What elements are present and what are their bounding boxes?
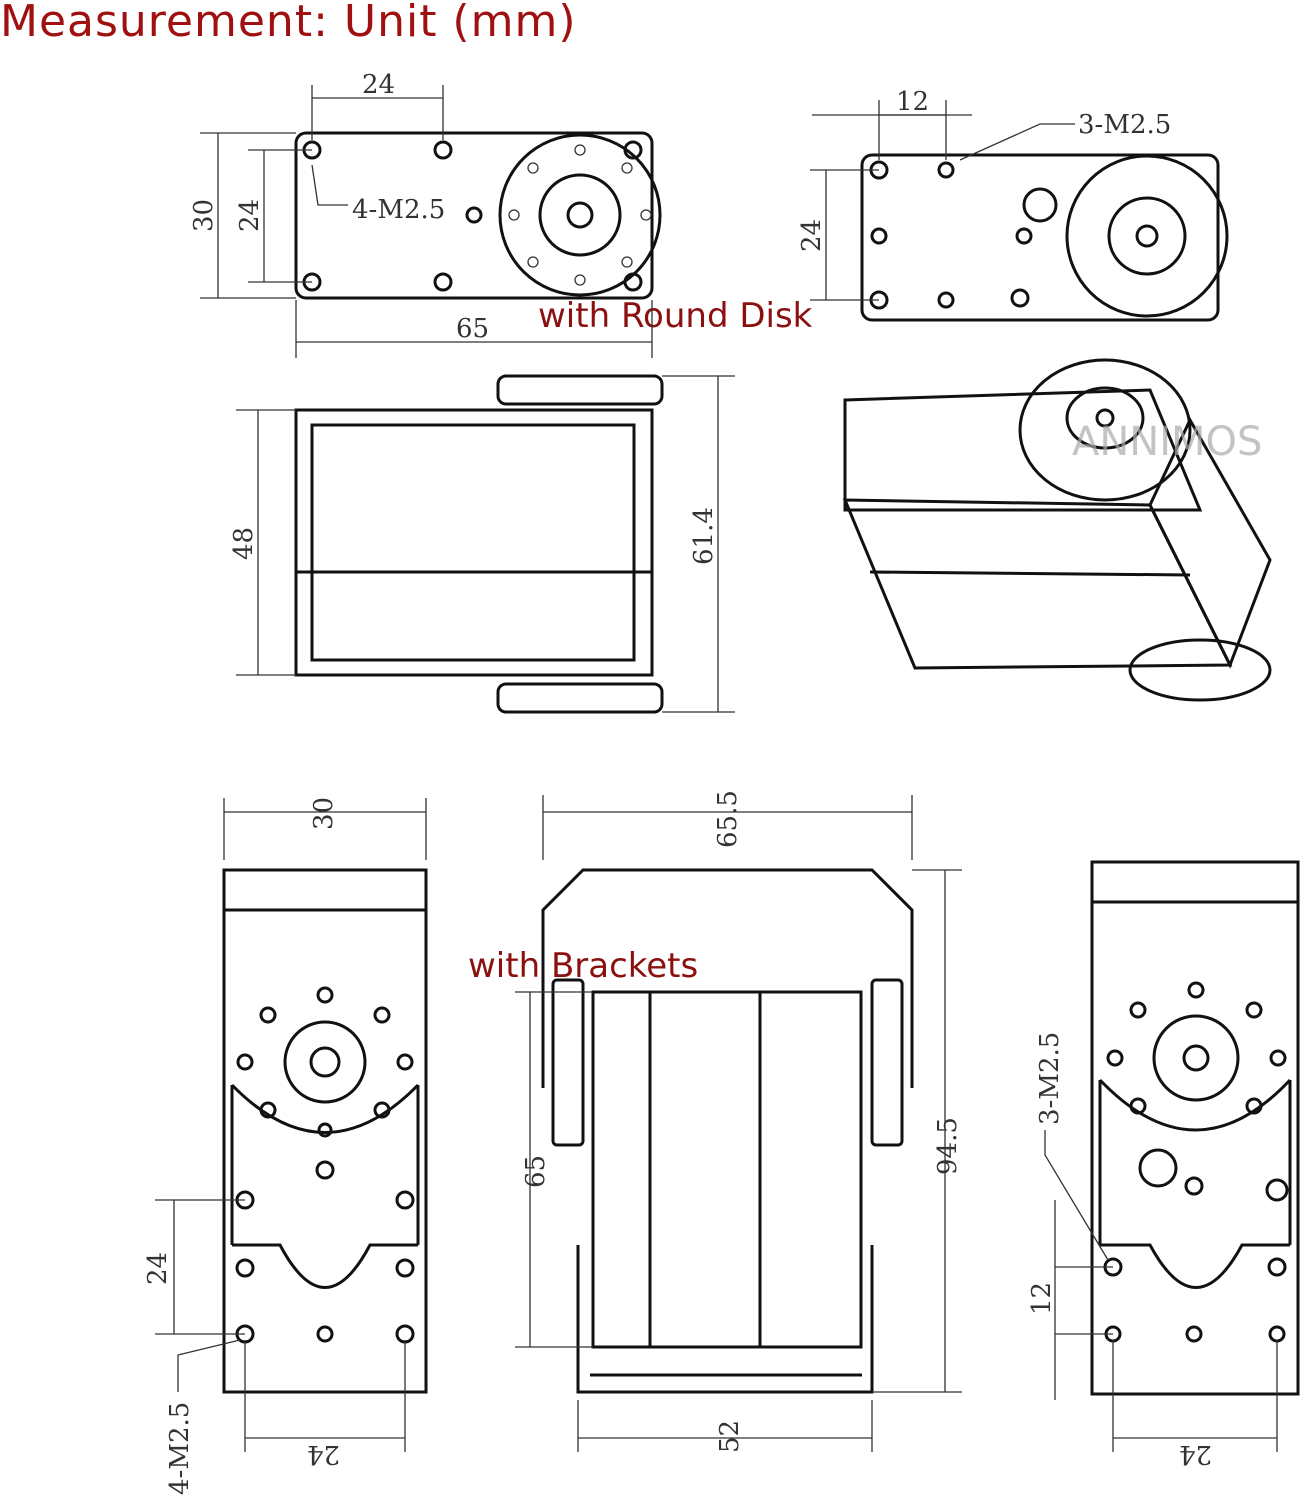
dim-bracket-mid-94-5: 94.5 (933, 1117, 963, 1175)
dim-bracket-right-holes: 3-M2.5 (1035, 1032, 1065, 1125)
isometric-view: ANNIMOS (842, 358, 1272, 702)
caption-brackets: with Brackets (468, 946, 699, 986)
bracket-view-middle: 65.5 65 94.5 52 (515, 790, 963, 1453)
caption-round-disk: with Round Disk (538, 296, 813, 336)
dim-top-left-holes: 4-M2.5 (352, 195, 445, 225)
dim-top-right-holes: 3-M2.5 (1078, 110, 1171, 140)
bracket-view-right: 3-M2.5 12 24 (1027, 860, 1300, 1469)
dim-bracket-right-24: 24 (1179, 1439, 1212, 1469)
dim-top-left-24: 24 (362, 70, 395, 100)
dim-bracket-mid-52: 52 (715, 1420, 745, 1453)
dim-bracket-left-30: 30 (309, 797, 339, 830)
dim-side-61-4: 61.4 (689, 507, 719, 565)
side-view: 48 61.4 (229, 374, 735, 714)
dim-top-left-h24: 24 (235, 199, 265, 232)
dim-bracket-left-w24: 24 (307, 1439, 340, 1469)
dim-top-right-24: 24 (797, 219, 827, 252)
dim-top-right-12: 12 (896, 87, 929, 117)
top-view-left: 24 30 24 4-M2.5 65 (189, 70, 662, 358)
dim-bracket-mid-65-5: 65.5 (713, 790, 743, 848)
bracket-view-left: 30 24 4-M2.5 24 (143, 797, 428, 1495)
dim-bracket-right-12: 12 (1027, 1282, 1057, 1315)
dim-bracket-left-holes: 4-M2.5 (165, 1402, 195, 1495)
dim-top-left-30: 30 (189, 199, 219, 232)
watermark: ANNIMOS (1072, 419, 1262, 465)
dim-side-48: 48 (229, 527, 259, 560)
top-view-right: 12 3-M2.5 24 (797, 87, 1229, 322)
dim-bracket-left-24: 24 (143, 1252, 173, 1285)
dim-top-left-65: 65 (456, 314, 489, 344)
dim-bracket-mid-65: 65 (521, 1155, 551, 1188)
page-title: Measurement: Unit (mm) (0, 0, 577, 47)
